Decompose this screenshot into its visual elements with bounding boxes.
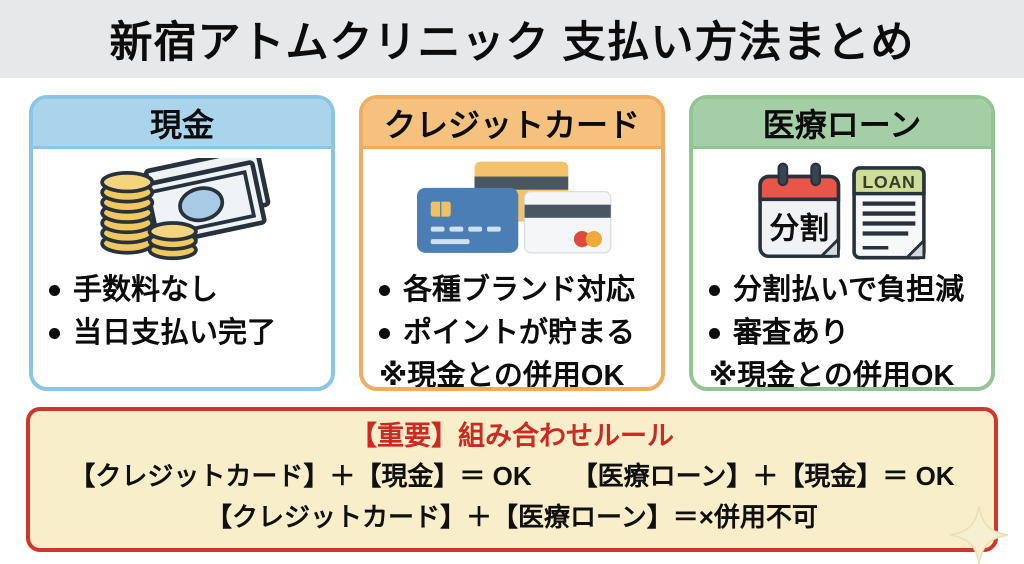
bullet-text: 当日支払い完了: [73, 316, 277, 349]
bullet-item: 審査あり: [709, 312, 977, 355]
rule-credit-plus-cash: 【クレジットカード】＋【現金】＝ OK: [69, 460, 532, 491]
bullet-dot: [709, 284, 720, 296]
rules-line-1: 【クレジットカード】＋【現金】＝ OK 【医療ローン】＋【現金】＝ OK: [40, 456, 984, 498]
bullet-text: 審査あり: [733, 316, 850, 349]
payment-card-medical-loan: 医療ローン 分割 LOAN: [689, 95, 995, 391]
bullet-dot: [379, 284, 390, 296]
cash-card-title: 現金: [33, 99, 331, 149]
title-band: 新宿アトムクリニック 支払い方法まとめ: [0, 0, 1024, 78]
credit-cards-icon: [363, 149, 661, 263]
credit-card-title: クレジットカード: [363, 99, 661, 149]
calendar-label: 分割: [769, 212, 829, 245]
rule-credit-plus-loan: 【クレジットカード】＋【医療ローン】＝×併用不可: [206, 502, 818, 533]
bullet-item: 各種ブランド対応: [379, 269, 647, 312]
loan-document-icon: LOAN: [852, 166, 926, 260]
loan-doc-label: LOAN: [862, 172, 915, 192]
bullet-item: 当日支払い完了: [49, 312, 317, 355]
installment-calendar-loan-doc-icon: 分割 LOAN: [693, 149, 991, 263]
bullet-item: 手数料なし: [49, 269, 317, 312]
bullet-dot: [49, 284, 60, 296]
card-note: ※現金との併用OK: [379, 359, 625, 391]
bullet-dot: [379, 327, 390, 339]
bullet-item: ポイントが貯まる: [379, 312, 647, 355]
payment-methods-row: 現金: [29, 95, 995, 391]
page-title: 新宿アトムクリニック 支払い方法まとめ: [109, 19, 915, 67]
loan-bullet-list: 分割払いで負担減 審査あり ※現金との併用OK: [693, 263, 991, 391]
loan-card-title: 医療ローン: [693, 99, 991, 149]
credit-bullet-list: 各種ブランド対応 ポイントが貯まる ※現金との併用OK: [363, 263, 661, 391]
payment-card-cash: 現金: [29, 95, 335, 391]
rules-title: 【重要】組み合わせルール: [350, 421, 674, 451]
combination-rules-box: 【重要】組み合わせルール 【クレジットカード】＋【現金】＝ OK 【医療ローン】…: [26, 407, 1008, 564]
calendar-icon: 分割: [758, 162, 841, 259]
bullet-text: 各種ブランド対応: [403, 274, 636, 306]
bullet-text: ポイントが貯まる: [403, 316, 636, 349]
bullet-text: 手数料なし: [73, 274, 219, 306]
bullet-dot: [709, 327, 720, 339]
bullet-dot: [49, 327, 60, 339]
bullet-item: 分割払いで負担減: [709, 269, 977, 312]
cash-bullet-list: 手数料なし 当日支払い完了: [33, 263, 331, 355]
card-note: ※現金との併用OK: [709, 359, 955, 391]
rule-loan-plus-cash: 【医療ローン】＋【現金】＝ OK: [571, 460, 955, 491]
cash-icon: [33, 149, 331, 263]
payment-card-credit: クレジットカード 各種ブランド対応: [359, 95, 665, 391]
bullet-text: 分割払いで負担減: [733, 274, 965, 306]
